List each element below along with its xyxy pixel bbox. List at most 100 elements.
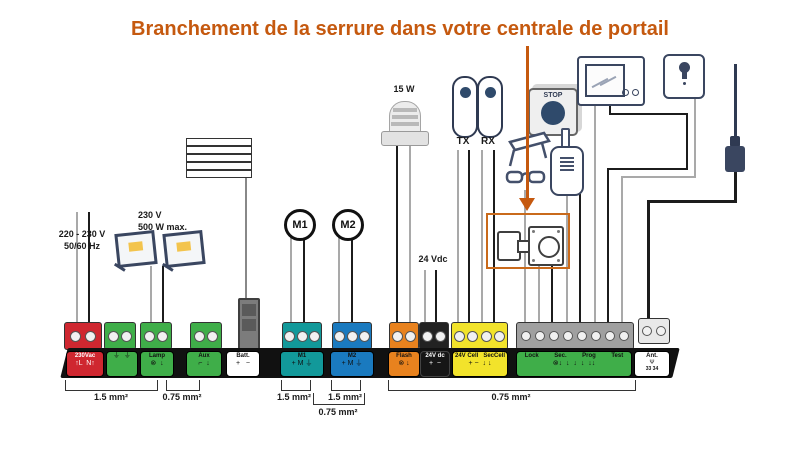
block-24vdc: 24V dc + −	[420, 351, 450, 377]
connector-flash	[389, 322, 419, 350]
motor2-wire	[351, 236, 353, 324]
mains-wire	[88, 212, 90, 324]
block-glyphs: + − ↓ ↓	[468, 360, 492, 367]
photocell-tx-icon	[452, 76, 478, 138]
key-switch-wire	[607, 168, 609, 324]
connector-cells	[451, 322, 508, 350]
block-flash: Flash ⊗ ↓	[388, 351, 420, 377]
tx-label: TX	[456, 136, 470, 147]
gauge-bracket	[281, 380, 311, 391]
monitor-button-icon	[622, 89, 629, 96]
block-m1: M1 + M ⏚	[280, 351, 324, 377]
gauge-bracket	[388, 380, 636, 391]
lock-wire	[538, 262, 540, 324]
floodlight-icon	[161, 230, 206, 272]
tx-wire	[457, 150, 459, 324]
connector-inputs	[516, 322, 634, 350]
key-switch-wire	[608, 168, 688, 170]
24vdc-wire	[424, 270, 426, 324]
key-switch-wire	[694, 95, 696, 178]
lock-highlight-box	[486, 213, 570, 269]
battery-pack-icon	[186, 162, 252, 170]
block-output: ⏚ ⏚	[106, 351, 138, 377]
block-glyphs: + −	[428, 360, 442, 367]
motor2-wire	[338, 236, 340, 324]
battery-plug-icon	[238, 298, 260, 352]
motor1-wire	[290, 236, 292, 324]
floodlight-power-label: 500 W max.	[138, 222, 188, 232]
antenna-rod-icon	[734, 64, 737, 138]
motor-2-label: M2	[340, 219, 356, 231]
gauge-label: 0.75 mm²	[162, 392, 202, 402]
mains-voltage-label: 220 - 230 V	[58, 229, 106, 239]
rx-label: RX	[481, 136, 495, 147]
gauge-bracket	[65, 380, 158, 391]
block-glyphs: ⊗ ↓	[150, 360, 164, 367]
floodlight-voltage-label: 230 V	[138, 210, 162, 220]
motor-2-icon: M2	[332, 209, 364, 241]
key-switch-wire	[686, 113, 688, 170]
key-switch-icon	[663, 54, 705, 99]
monitor-button-icon	[632, 89, 639, 96]
mains-frequency-label: 50/60 Hz	[63, 241, 101, 251]
block-lock-inputs: Lock Sec. Prog Test ⊗↓ ↓ ↓ ↓ ↓↓	[516, 351, 632, 377]
block-glyphs: + −	[235, 360, 250, 367]
connector-mains	[64, 322, 102, 350]
mains-wire	[76, 212, 78, 324]
battery-pack-icon	[186, 146, 252, 154]
callout-arrow-head-icon	[519, 198, 535, 211]
gauge-bracket	[331, 380, 361, 391]
floodlight-stand-icon	[113, 262, 126, 272]
beacon-wire	[409, 145, 411, 324]
gauge-bracket	[166, 380, 200, 391]
24vdc-wire	[435, 270, 437, 324]
block-lamp: Lamp ⊗ ↓	[140, 351, 174, 377]
intercom-icon	[550, 146, 584, 196]
photocell-lens-icon	[484, 87, 496, 98]
antenna-body-icon	[725, 146, 745, 172]
gauge-label: 0.75 mm²	[491, 392, 531, 402]
connector-m1	[282, 322, 322, 350]
block-cells: 24V Cell SecCell + − ↓ ↓	[452, 351, 508, 377]
stop-knob-icon	[541, 101, 565, 125]
connector-m2	[332, 322, 372, 350]
block-battery: Batt. + −	[226, 351, 260, 377]
photocell-rx-icon	[477, 76, 503, 138]
motor-1-icon: M1	[284, 209, 316, 241]
lock-body-icon	[528, 226, 564, 266]
connector-antenna	[638, 318, 670, 344]
monitor-wire	[609, 102, 611, 115]
block-mains: 230Vac ↑L N↑	[66, 351, 104, 377]
battery-pack-icon	[186, 138, 252, 146]
photocell-lens-icon	[459, 87, 471, 98]
gauge-label: 1.5 mm²	[93, 392, 128, 402]
rx-wire	[481, 150, 483, 324]
floodlight-glow-icon	[176, 241, 192, 252]
tx-wire	[468, 150, 470, 324]
block-glyphs: ⌐ ↓	[198, 360, 210, 367]
block-glyphs: ⊗↓ ↓ ↓ ↓ ↓↓	[552, 360, 596, 367]
key-switch-wire	[622, 176, 696, 178]
monitor-screen-icon	[585, 64, 625, 97]
intercom-wire	[579, 194, 581, 324]
block-antenna: Ant. Ψ 33 34	[634, 351, 670, 377]
antenna-wire	[734, 170, 737, 202]
block-glyphs: ↑L N↑	[75, 360, 95, 367]
gauge-label: 1.5 mm²	[327, 392, 362, 402]
page-title: Branchement de la serrure dans votre cen…	[131, 18, 669, 40]
battery-pack-icon	[186, 154, 252, 162]
beacon-wire	[396, 145, 398, 324]
lamp-wire	[150, 266, 152, 324]
stop-label: STOP	[543, 92, 563, 99]
antenna-wire	[648, 200, 737, 203]
lamp-wire	[162, 266, 164, 324]
antenna-neck-icon	[730, 136, 740, 147]
gauge-label: 1.5 mm²	[276, 392, 311, 402]
block-glyphs: ⏚ ⏚	[113, 352, 131, 359]
lock-wire	[551, 262, 553, 324]
motor-1-label: M1	[292, 219, 308, 231]
gauge-label: 0.75 mm²	[318, 407, 358, 417]
aux-supply-label: 24 Vdc	[418, 254, 448, 264]
block-m2: M2 + M ⏚	[330, 351, 374, 377]
